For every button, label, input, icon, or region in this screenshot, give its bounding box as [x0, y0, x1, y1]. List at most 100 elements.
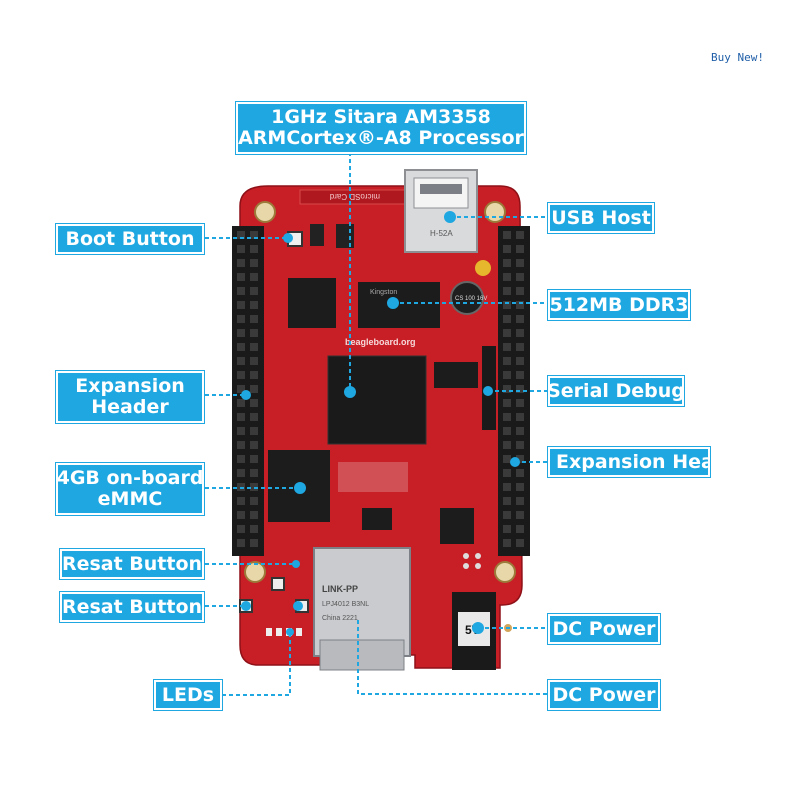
header-pin	[237, 315, 245, 323]
usb-host-label: USB Host	[551, 206, 651, 229]
header-pin	[503, 427, 511, 435]
dc-power-1-label: DC Power	[552, 617, 656, 640]
header-pin	[250, 497, 258, 505]
header-pin	[237, 245, 245, 253]
header-pin	[237, 231, 245, 239]
header-pin	[503, 525, 511, 533]
via	[463, 563, 469, 569]
header-pin	[503, 231, 511, 239]
via	[475, 553, 481, 559]
serial-debug-label: Serial Debug	[548, 379, 684, 402]
header-pin	[516, 427, 524, 435]
callout-expansion-header-right: Expansion Head	[548, 447, 710, 477]
chip	[440, 508, 474, 544]
callout-dc-power-2: DC Power	[548, 680, 660, 710]
pmic-chip	[288, 278, 336, 328]
via	[475, 563, 481, 569]
header-pin	[503, 497, 511, 505]
header-pin	[516, 259, 524, 267]
header-pin	[237, 399, 245, 407]
header-pin	[516, 273, 524, 281]
header-pin	[503, 301, 511, 309]
callout-reset-button-1: Resat Button	[60, 549, 204, 579]
header-pin	[237, 497, 245, 505]
header-pin	[516, 301, 524, 309]
electrolytic-capacitor	[450, 281, 484, 315]
header-pin	[250, 511, 258, 519]
header-pin	[516, 371, 524, 379]
buy-new-watermark: Buy New!	[711, 51, 764, 64]
header-pin	[516, 329, 524, 337]
header-pin	[250, 315, 258, 323]
header-pin	[250, 357, 258, 365]
header-pin	[503, 315, 511, 323]
reset-button-1-label: Resat Button	[61, 552, 203, 575]
capacitor	[475, 260, 491, 276]
usb-label: H-52A	[430, 229, 453, 238]
reset-button-a	[271, 577, 285, 591]
header-pin	[250, 259, 258, 267]
mounting-hole	[244, 561, 266, 583]
processor-chip	[327, 355, 427, 445]
dc-power-2-label: DC Power	[552, 683, 656, 706]
chip	[434, 362, 478, 388]
header-pin	[250, 413, 258, 421]
header-pin	[516, 497, 524, 505]
header-pin	[250, 441, 258, 449]
led	[266, 628, 272, 636]
header-pin	[237, 287, 245, 295]
header-pin	[516, 525, 524, 533]
callout-reset-button-2: Resat Button	[60, 592, 204, 622]
callout-usb-host: USB Host	[548, 203, 654, 233]
header-pin	[237, 539, 245, 547]
microsd-label: microSD Card	[330, 192, 380, 201]
callout-expansion-header-left: Expansion Header	[56, 371, 204, 423]
header-pin	[503, 287, 511, 295]
header-pin	[237, 427, 245, 435]
header-pin	[250, 231, 258, 239]
header-pin	[516, 231, 524, 239]
header-pin	[503, 371, 511, 379]
header-pin	[237, 371, 245, 379]
header-pin	[250, 371, 258, 379]
header-pin	[503, 329, 511, 337]
header-pin	[503, 511, 511, 519]
header-pin	[250, 245, 258, 253]
header-pin	[237, 511, 245, 519]
emmc-line-2: eMMC	[97, 488, 163, 510]
via	[463, 553, 469, 559]
header-pin	[237, 343, 245, 351]
ddr3-chip	[358, 282, 440, 328]
ddr3-label: 512MB DDR3	[549, 293, 689, 316]
processor-line-2: ARMCortex®-A8 Processor	[238, 127, 524, 149]
chip	[362, 508, 392, 530]
leader-leds	[222, 632, 291, 696]
chip	[338, 462, 408, 492]
processor-line-1: 1GHz Sitara AM3358	[271, 106, 491, 128]
header-pin	[250, 399, 258, 407]
header-pin	[503, 539, 511, 547]
callout-boot-button: Boot Button	[56, 224, 204, 254]
header-pin	[237, 525, 245, 533]
expansion-header-left-line-2: Header	[91, 396, 169, 418]
header-pin	[250, 385, 258, 393]
header-pin	[516, 469, 524, 477]
callout-serial-debug: Serial Debug	[548, 376, 684, 406]
header-pin	[503, 469, 511, 477]
callout-emmc: 4GB on-board eMMC	[56, 463, 204, 515]
header-pin	[503, 455, 511, 463]
chip	[310, 224, 324, 246]
header-pin	[503, 483, 511, 491]
callout-ddr3: 512MB DDR3	[548, 290, 690, 320]
header-pin	[237, 329, 245, 337]
header-pin	[503, 399, 511, 407]
header-pin	[250, 539, 258, 547]
header-pin	[516, 455, 524, 463]
beagleboard-logo: beagleboard.org	[345, 337, 416, 347]
header-pin	[250, 287, 258, 295]
callout-processor: 1GHz Sitara AM3358 ARMCortex®-A8 Process…	[236, 102, 526, 154]
usb-host-connector: H-52A	[404, 169, 478, 253]
header-pin	[237, 273, 245, 281]
header-pin	[516, 539, 524, 547]
